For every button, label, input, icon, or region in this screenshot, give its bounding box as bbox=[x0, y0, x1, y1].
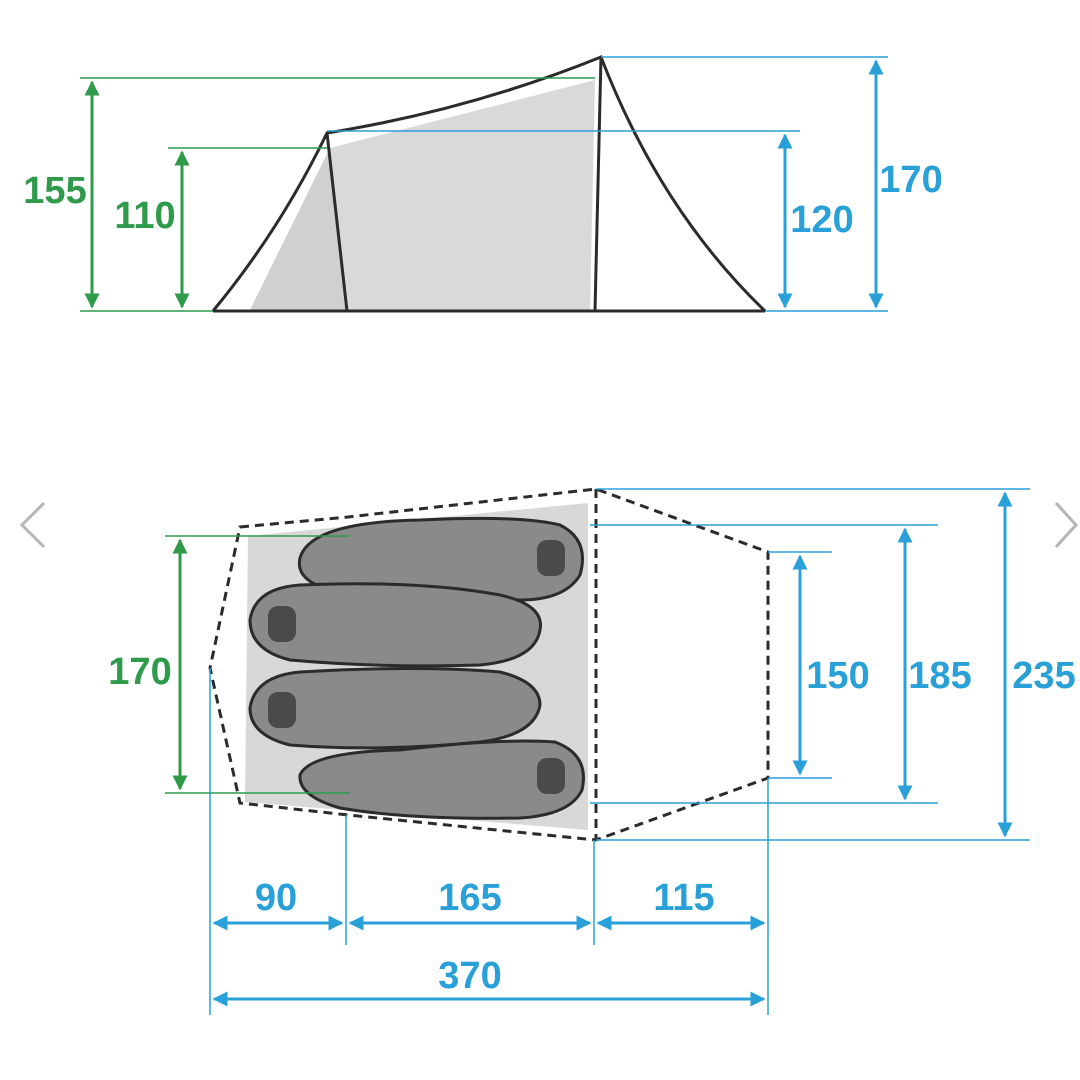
next-button[interactable] bbox=[1030, 495, 1080, 555]
label-peak-height: 170 bbox=[879, 159, 942, 201]
label-overall-width: 235 bbox=[1012, 655, 1075, 697]
label-front-length: 90 bbox=[255, 877, 297, 919]
sleeping-bag-3 bbox=[248, 667, 542, 750]
side-front-panel bbox=[250, 148, 348, 310]
prev-button[interactable] bbox=[8, 495, 58, 555]
sleeping-bag-3-head bbox=[268, 692, 296, 728]
chevron-right-icon bbox=[1054, 501, 1079, 549]
sleeping-bag-2 bbox=[248, 582, 542, 668]
label-middle-width: 185 bbox=[908, 655, 971, 697]
label-vestibule-width: 150 bbox=[806, 655, 869, 697]
sleeping-bag-4-head bbox=[537, 758, 565, 794]
label-rear-pole-height: 120 bbox=[790, 199, 853, 241]
label-inner-length: 165 bbox=[438, 877, 501, 919]
sleeping-bag-2-head bbox=[268, 606, 296, 642]
fly-outline bbox=[208, 487, 770, 842]
sleeping-bag-4 bbox=[298, 739, 585, 820]
label-total-length: 370 bbox=[438, 955, 501, 997]
top-view: 170 150 185 235 90 165 115 370 bbox=[108, 487, 1076, 1015]
label-front-pole-height: 110 bbox=[114, 195, 175, 237]
sleeping-bag-1-head bbox=[537, 540, 565, 576]
chevron-left-icon bbox=[19, 501, 46, 549]
sleeping-bags bbox=[248, 516, 585, 820]
label-total-height: 155 bbox=[23, 170, 86, 212]
label-inner-width: 170 bbox=[108, 651, 171, 693]
label-vestibule-length: 115 bbox=[653, 877, 714, 919]
side-view: 155 110 120 170 bbox=[23, 55, 943, 313]
side-outline bbox=[211, 55, 767, 313]
